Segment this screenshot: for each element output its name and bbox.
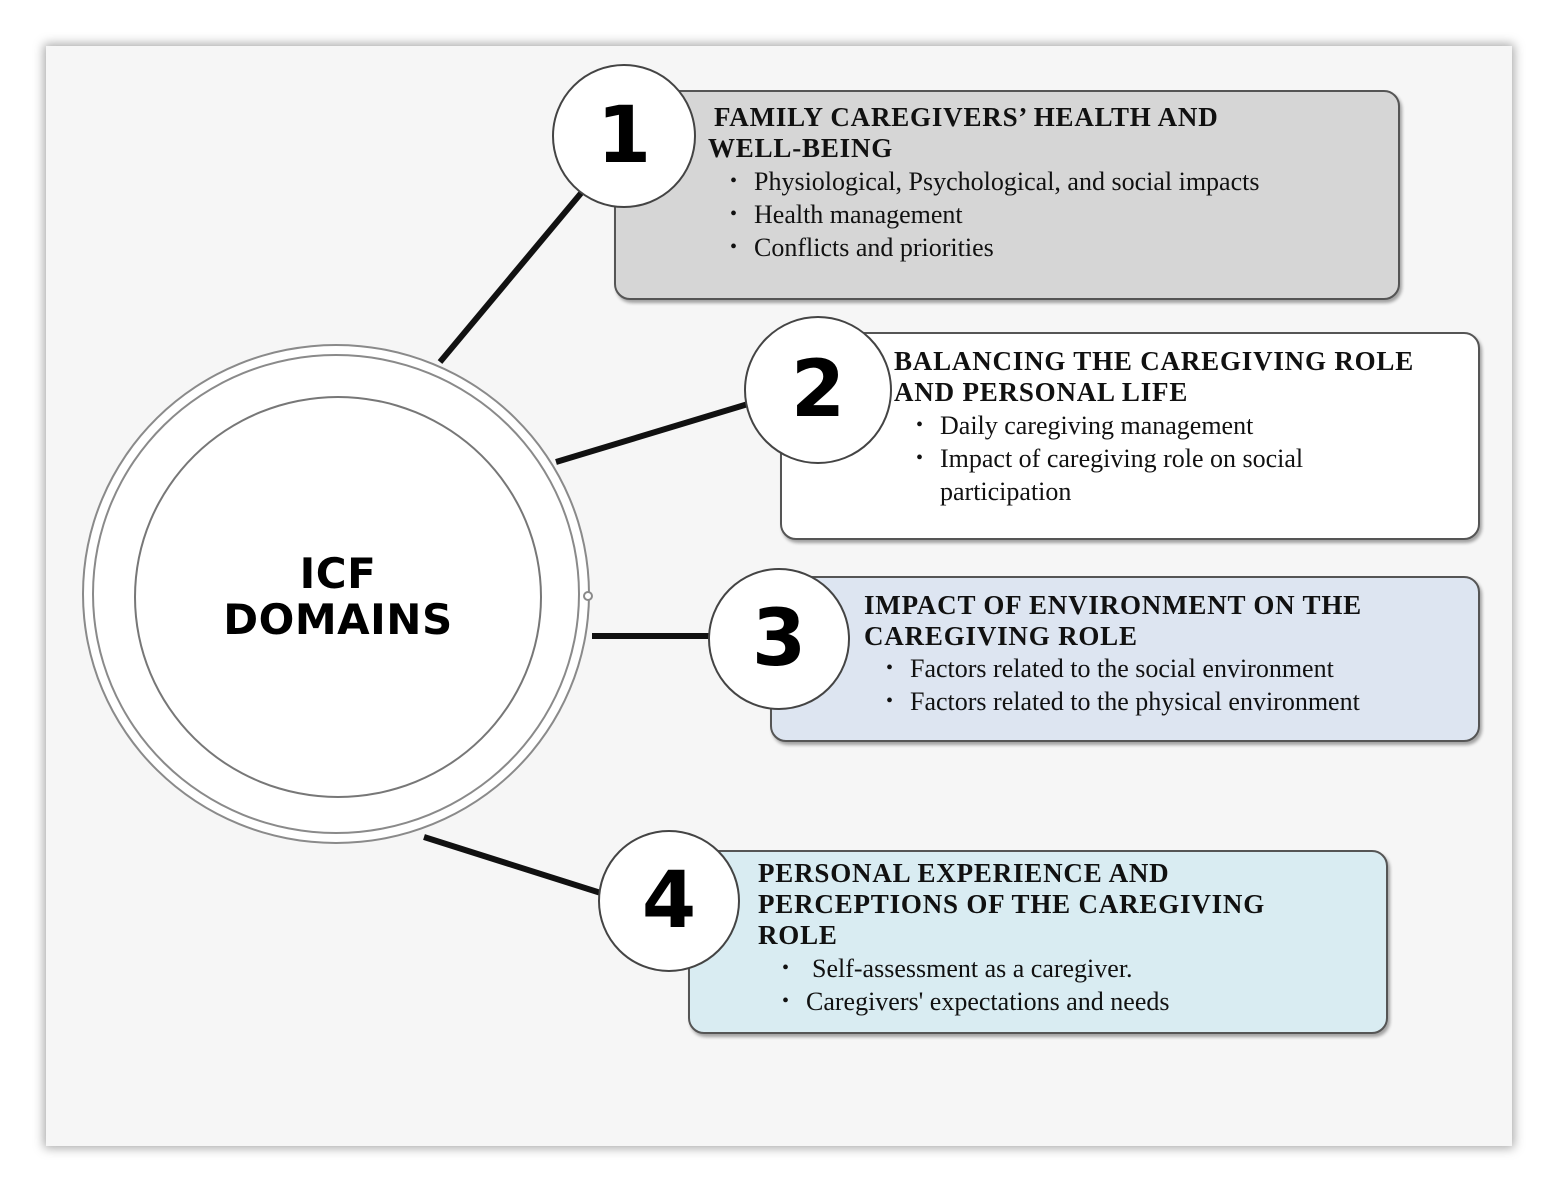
domain-4-title-line2: PERCEPTIONS OF THE CAREGIVING (758, 889, 1266, 919)
domain-1-items: Physiological, Psychological, and social… (730, 165, 1259, 264)
domain-4-title-line3: ROLE (758, 920, 838, 950)
list-item: Physiological, Psychological, and social… (730, 165, 1259, 198)
domain-2-title-line2: AND PERSONAL LIFE (894, 377, 1189, 407)
domain-3-title-line1: IMPACT OF ENVIRONMENT ON THE (864, 590, 1362, 620)
connector-4 (423, 834, 605, 897)
domain-1-number: 1 (596, 91, 652, 181)
domain-1-title-line2: WELL-BEING (708, 133, 894, 163)
domain-4-title-line1: PERSONAL EXPERIENCE AND (758, 858, 1170, 888)
domain-4-number: 4 (641, 856, 697, 946)
list-item: Self-assessment as a caregiver. (782, 952, 1170, 985)
list-item: Impact of caregiving role on social part… (916, 442, 1386, 508)
domain-2-number: 2 (790, 345, 846, 435)
domain-1-number-badge: 1 (552, 64, 696, 208)
list-item: Factors related to the social environmen… (886, 652, 1360, 685)
hub-connector-knob (583, 591, 593, 601)
list-item: Daily caregiving management (916, 409, 1386, 442)
list-item: Health management (730, 198, 1259, 231)
list-item: Factors related to the physical environm… (886, 685, 1360, 718)
hub-title-line1: ICF (299, 549, 377, 598)
domain-3-number: 3 (751, 594, 807, 684)
list-item: Caregivers' expectations and needs (782, 985, 1170, 1018)
hub-middle-ring (92, 354, 580, 834)
connector-2 (555, 401, 749, 465)
icf-domains-hub: ICF DOMAINS (134, 396, 542, 798)
domain-3-number-badge: 3 (708, 568, 850, 710)
domain-4-items: Self-assessment as a caregiver. Caregive… (782, 952, 1170, 1018)
list-item: Conflicts and priorities (730, 231, 1259, 264)
domain-2-title-line1: BALANCING THE CAREGIVING ROLE (894, 346, 1415, 376)
domain-2-items: Daily caregiving management Impact of ca… (916, 409, 1386, 508)
domain-4-number-badge: 4 (598, 830, 740, 972)
domain-1-title-line1: FAMILY CAREGIVERS’ HEALTH AND (714, 102, 1219, 132)
domain-3-items: Factors related to the social environmen… (886, 652, 1360, 718)
connector-1 (437, 190, 585, 364)
domain-2-number-badge: 2 (744, 316, 892, 464)
hub-title-line2: DOMAINS (223, 595, 453, 644)
domain-3-title-line2: CAREGIVING ROLE (864, 621, 1138, 651)
